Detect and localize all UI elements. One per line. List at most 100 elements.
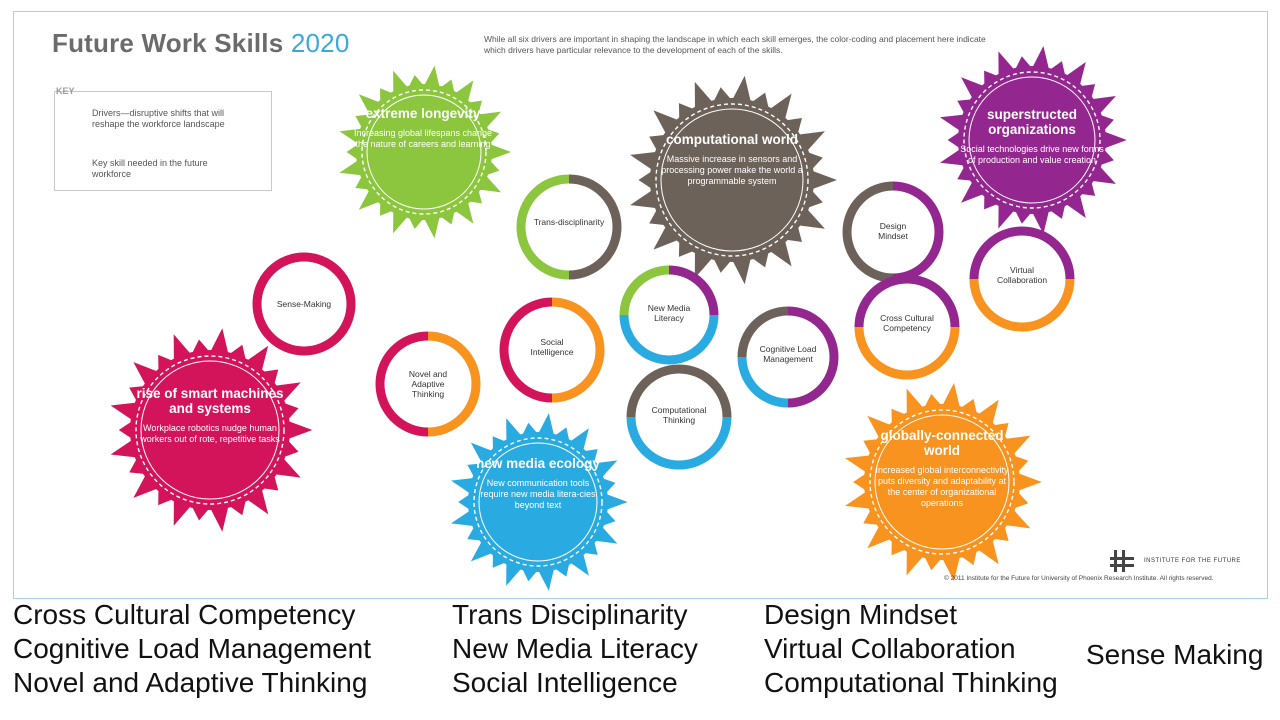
skill-design-mindset-circle-center [852, 191, 934, 273]
skill-social-intelligence-circle-left-arc [499, 297, 553, 403]
skill-trans-disciplinarity-circle-center [526, 184, 612, 270]
skill-computational-thinking-circle-bottom-arc [626, 416, 732, 470]
infographic-artwork [56, 46, 1134, 591]
skill-virtual-collaboration-circle-center [979, 236, 1065, 322]
skill-social-intelligence-circle-right-arc [551, 297, 605, 403]
skill-cross-cultural-circle-bottom-arc [854, 326, 960, 380]
driver-superstructed-organizations: superstructed organizations Social techn… [957, 107, 1107, 166]
skill-novel-adaptive-circle-right-arc [427, 331, 481, 437]
skill-novel-adaptive-circle-left-arc [375, 331, 429, 437]
skill-list-col4: Sense Making [1086, 638, 1263, 672]
driver-smart-machines-shape-dashed-ring [135, 355, 285, 505]
list-item: Social Intelligence [452, 667, 678, 698]
skill-list-col3: Design Mindset Virtual Collaboration Com… [764, 598, 1058, 700]
skill-cross-cultural-circle-top-arc [854, 274, 960, 328]
list-item: Virtual Collaboration [764, 633, 1016, 664]
logo-mark-bar-2 [1122, 550, 1125, 572]
driver-media-ecology-shape-inner-ring [478, 442, 598, 562]
skill-cross-cultural-circle-center [864, 284, 950, 370]
skill-social-intelligence: Social Intelligence [530, 337, 574, 357]
driver-desc: Increased global interconnectivity puts … [875, 465, 1009, 508]
driver-longevity-shape-disc [356, 84, 492, 220]
list-item: New Media Literacy [452, 633, 698, 664]
skill-trans-disciplinarity-circle-left-arc [516, 174, 570, 280]
skill-social-intelligence-circle-center [509, 307, 595, 393]
driver-superstructed-shape-dashed-ring [963, 71, 1101, 209]
skill-computational-thinking: Computational Thinking [651, 405, 707, 425]
driver-desc: Increasing global lifespans change the n… [353, 128, 493, 149]
skill-sense-making: Sense-Making [276, 299, 332, 309]
skill-virtual-collaboration-circle-bottom-arc [969, 278, 1075, 332]
skill-virtual-collaboration: Virtual Collaboration [996, 265, 1048, 285]
skill-cognitive-load-circle-arc-blue [737, 356, 789, 408]
poster-title: Future Work Skills 2020 [52, 28, 349, 59]
intro-text: While all six drivers are important in s… [484, 34, 986, 55]
logo-mark-cross-2 [1110, 564, 1134, 567]
skill-new-media-literacy-circle-arc-purple [668, 265, 719, 316]
driver-smart-machines-shape-inner-ring [140, 360, 280, 500]
skill-computational-thinking-circle-top-arc [626, 364, 732, 418]
skill-cognitive-load-circle-arc-purple [787, 306, 839, 408]
driver-new-media-ecology: new media ecology New communication tool… [473, 456, 603, 511]
key-box [54, 91, 272, 191]
skill-design-mindset-circle-left-arc [842, 181, 894, 283]
skill-novel-adaptive-thinking: Novel and Adaptive Thinking [408, 369, 448, 399]
skill-new-media-literacy-circle-arc-blue [619, 314, 719, 365]
driver-desc: Massive increase in sensors and processi… [661, 154, 803, 186]
driver-extreme-longevity: extreme longevity Increasing global life… [348, 106, 498, 150]
driver-computational-shape-inner-ring [660, 108, 804, 252]
list-item: Sense Making [1086, 639, 1264, 670]
skill-new-media-literacy-circle-arc-green [619, 265, 670, 316]
driver-global-shape-inner-ring [874, 414, 1010, 550]
driver-desc: Social technologies drive new forms of p… [960, 144, 1104, 165]
skill-cross-cultural-competency: Cross Cultural Competency [880, 313, 934, 333]
logo-text: INSTITUTE FOR THE FUTURE [1144, 558, 1241, 564]
driver-desc: Workplace robotics nudge human workers o… [140, 423, 280, 444]
skill-virtual-collaboration-circle-top-arc [969, 226, 1075, 280]
skill-new-media-literacy: New Media Literacy [647, 303, 691, 323]
driver-computational-shape-disc [650, 98, 814, 262]
skill-design-mindset: Design Mindset [878, 221, 908, 241]
driver-title: superstructed organizations [986, 107, 1078, 137]
driver-media-ecology-shape-disc [468, 432, 608, 572]
list-item: Cross Cultural Competency [13, 599, 356, 630]
skill-cognitive-load-management: Cognitive Load Management [759, 344, 817, 364]
list-item: Design Mindset [764, 599, 957, 630]
driver-title: computational world [665, 132, 798, 147]
driver-longevity-shape-dashed-ring [361, 89, 487, 215]
key-label: KEY [56, 86, 75, 96]
skill-cognitive-load-circle-arc-brown [737, 306, 789, 358]
driver-title: new media ecology [476, 456, 600, 471]
driver-desc: New communication tools require new medi… [480, 478, 596, 510]
list-item: Cognitive Load Management [13, 633, 372, 664]
key-skill-text: Key skill needed in the future workforce [92, 158, 208, 179]
driver-longevity-shape-inner-ring [366, 94, 482, 210]
skill-list-col2: Trans Disciplinarity New Media Literacy … [452, 598, 698, 700]
driver-global-shape-dashed-ring [869, 409, 1015, 555]
list-item: Novel and Adaptive Thinking [13, 667, 368, 698]
key-driver-text: Drivers—disruptive shifts that will resh… [92, 108, 225, 129]
skill-novel-adaptive-circle-center [385, 341, 471, 427]
driver-title: rise of smart machines and systems [136, 386, 284, 416]
skill-trans-disciplinarity-circle-right-arc [568, 174, 622, 280]
title-main: Future Work Skills [52, 28, 284, 58]
skill-design-mindset-circle-right-arc [892, 181, 944, 283]
driver-media-ecology-shape-dashed-ring [473, 437, 603, 567]
skill-sense-making-circle-ring [252, 252, 356, 356]
driver-smart-machines: rise of smart machines and systems Workp… [135, 386, 285, 445]
skill-computational-thinking-circle-center [636, 374, 722, 460]
driver-superstructed-shape-inner-ring [968, 76, 1096, 204]
logo-mark-bar-1 [1114, 550, 1117, 572]
list-item: Computational Thinking [764, 667, 1058, 698]
skill-new-media-literacy-circle-center [629, 275, 709, 355]
list-item: Trans Disciplinarity [452, 599, 688, 630]
driver-superstructed-shape-disc [958, 66, 1106, 214]
skill-trans-disciplinarity: Trans-disciplinarity [533, 217, 605, 227]
driver-smart-machines-shape-disc [130, 350, 290, 510]
driver-title: extreme longevity [365, 106, 481, 121]
logo-mark-cross-1 [1110, 557, 1134, 560]
driver-global-shape-disc [864, 404, 1020, 560]
skill-list-col1: Cross Cultural Competency Cognitive Load… [13, 598, 371, 700]
driver-globally-connected-world: globally-connected world Increased globa… [872, 428, 1012, 509]
infographic-poster: Future Work Skills 2020 While all six dr… [13, 11, 1268, 599]
